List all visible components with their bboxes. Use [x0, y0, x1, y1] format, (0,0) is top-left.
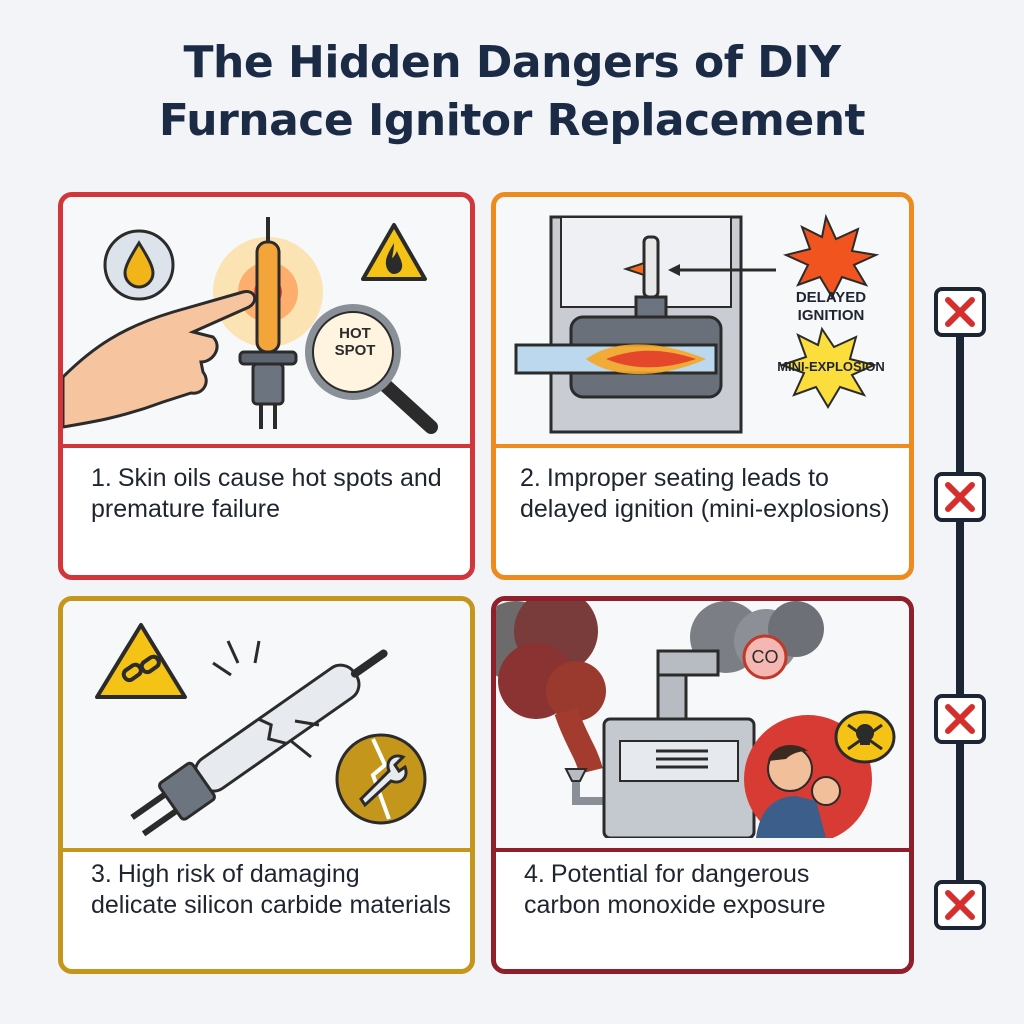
title-line-2: Furnace Ignitor Replacement: [158, 95, 866, 146]
card-number: 2.: [520, 464, 541, 492]
co-label: CO: [751, 647, 779, 667]
danger-card-damaging-materials: 3.High risk of damaging delicate silicon…: [58, 596, 475, 974]
delayed-ignition-label: DELAYED IGNITION: [795, 289, 867, 324]
card-text: Improper seating leads to delayed igniti…: [520, 464, 890, 523]
x-mark-box: [934, 472, 986, 522]
oil-drop-icon: [103, 229, 175, 301]
card-illustration: [63, 601, 470, 852]
card-number: 4.: [524, 860, 545, 888]
mini-explosion-label: MINI-EXPLOSION: [777, 359, 885, 374]
x-mark-icon: [945, 297, 975, 327]
x-mark-icon: [945, 482, 975, 512]
x-mark-box: [934, 880, 986, 930]
card-caption: 2.Improper seating leads to delayed igni…: [520, 463, 891, 525]
card-illustration: HOT SPOT: [63, 197, 470, 448]
x-mark-box: [934, 694, 986, 744]
card-caption: 1.Skin oils cause hot spots and prematur…: [91, 463, 452, 525]
danger-card-carbon-monoxide: CO 4.Potential for dangerous carbon mono…: [491, 596, 914, 974]
card-illustration: DELAYED IGNITION MINI-EXPLOSION: [496, 197, 909, 448]
card-number: 3.: [91, 860, 112, 888]
broken-wrench-icon: [335, 733, 427, 825]
magnifier-icon: [305, 304, 438, 434]
card-number: 1.: [91, 464, 112, 492]
danger-card-skin-oils: HOT SPOT 1.Skin oils cause hot spots and…: [58, 192, 475, 580]
card-caption: 3.High risk of damaging delicate silicon…: [91, 859, 452, 921]
x-mark-box: [934, 287, 986, 337]
title-line-1: The Hidden Dangers of DIY: [183, 37, 841, 88]
fire-warning-icon: [361, 223, 427, 281]
skull-icon: [834, 710, 896, 764]
danger-card-improper-seating: DELAYED IGNITION MINI-EXPLOSION 2.Improp…: [491, 192, 914, 580]
co-gas-icon: [742, 634, 788, 680]
card-illustration: CO: [496, 601, 909, 852]
x-mark-icon: [945, 890, 975, 920]
card-caption: 4.Potential for dangerous carbon monoxid…: [524, 859, 891, 921]
broken-link-warning-icon: [95, 623, 187, 699]
hot-spot-label: HOT SPOT: [334, 325, 376, 359]
x-mark-icon: [945, 704, 975, 734]
card-text: High risk of damaging delicate silicon c…: [91, 860, 451, 919]
page-title: The Hidden Dangers of DIY Furnace Ignito…: [0, 34, 1024, 150]
card-text: Potential for dangerous carbon monoxide …: [524, 860, 826, 919]
timeline-bar: [956, 300, 964, 900]
card-text: Skin oils cause hot spots and premature …: [91, 464, 442, 523]
